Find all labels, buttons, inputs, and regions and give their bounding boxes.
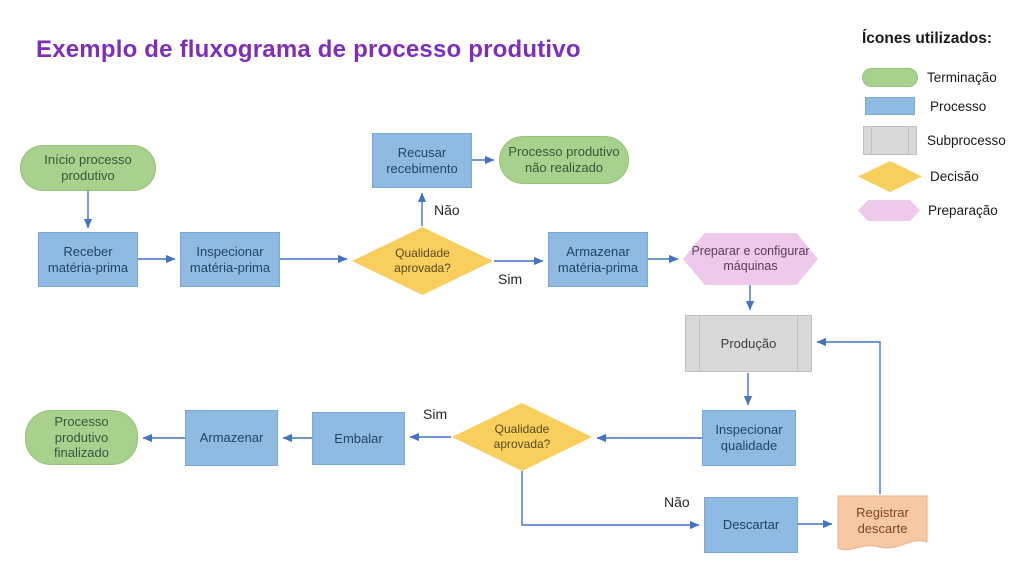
node-inspect-quality-process: Inspecionar qualidade [702, 410, 796, 466]
page-title: Exemplo de fluxograma de processo produt… [36, 36, 581, 63]
edge-decision2-no-discard [521, 471, 700, 530]
node-store-material-process: Armazenar matéria-prima [548, 232, 648, 287]
node-not-done-terminator: Processo produtivo não realizado [499, 136, 629, 184]
node-production-subprocess: Produção [685, 315, 812, 372]
legend-terminator-icon [862, 68, 918, 87]
node-pack-process: Embalar [312, 412, 405, 465]
node-register-discard-document: Registrar descarte [856, 505, 909, 536]
edge-label-sim-1: Sim [498, 271, 523, 287]
node-receive-process: Receber matéria-prima [38, 232, 138, 287]
legend-label-processo: Processo [930, 99, 987, 114]
edge-register-to-production [816, 337, 881, 494]
document-shape [837, 495, 928, 551]
edge-label-sim-2: Sim [423, 406, 448, 422]
legend-label-subprocesso: Subprocesso [927, 133, 1006, 148]
edge-label-nao-1: Não [434, 202, 460, 218]
legend-heading: Ícones utilizados: [862, 30, 993, 47]
node-start-terminator: Início processo produtivo [20, 145, 156, 191]
node-prepare-machines-preparation: Preparar e configurar máquinas [683, 233, 818, 285]
node-store-final-process: Armazenar [185, 410, 278, 466]
legend-label-decisao: Decisão [930, 169, 979, 184]
legend-subprocess-icon [863, 126, 917, 155]
legend-process-icon [865, 97, 915, 115]
node-discard-process: Descartar [704, 497, 798, 553]
node-inspect-material-process: Inspecionar matéria-prima [180, 232, 280, 287]
legend-preparation-icon [858, 200, 920, 221]
node-refuse-process: Recusar recebimento [372, 133, 472, 188]
legend-label-terminacao: Terminação [927, 70, 997, 85]
node-finished-terminator: Processo produtivo finalizado [25, 410, 138, 465]
legend-label-preparacao: Preparação [928, 203, 998, 218]
edge-label-nao-2: Não [664, 494, 690, 510]
